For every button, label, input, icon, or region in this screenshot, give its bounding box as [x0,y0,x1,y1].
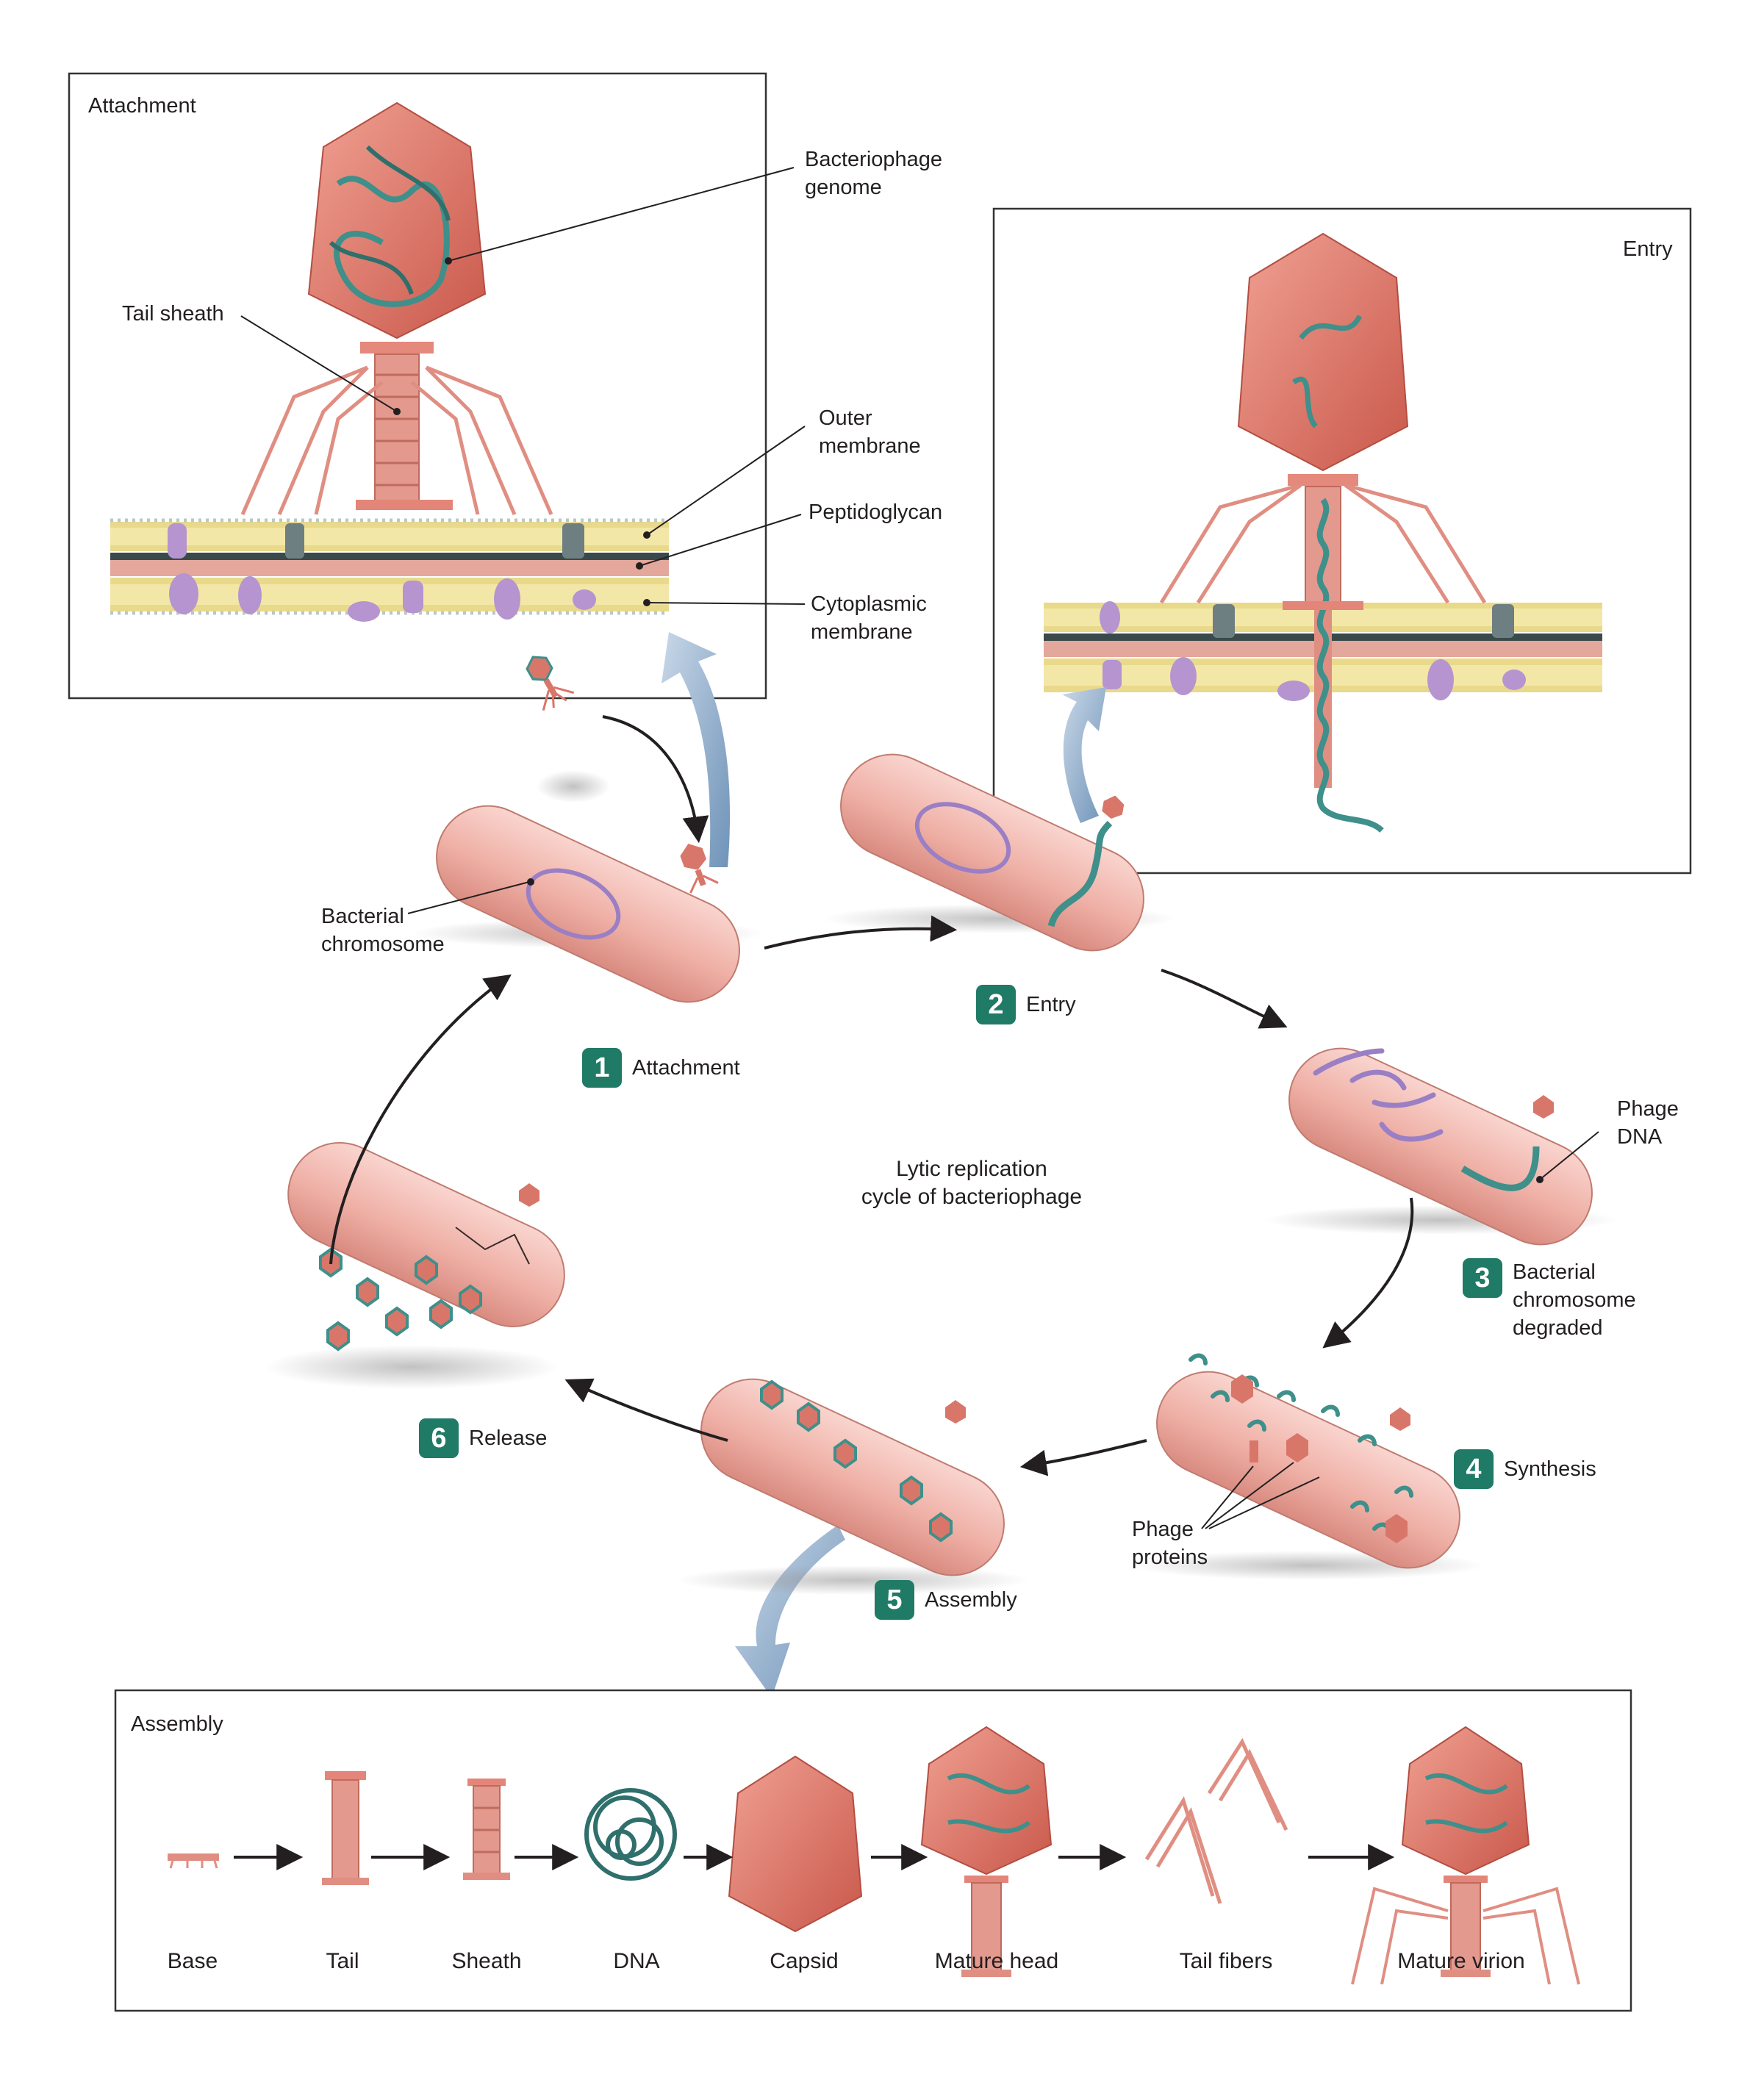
label-bacteriophage-genome: Bacteriophage genome [805,148,943,199]
free-phage [526,656,575,711]
step-3-chromosome-degraded: 3 Bacterial chromosome degraded [1463,1258,1636,1342]
bacterium-synthesis [1132,1353,1485,1580]
asm-base-part [168,1853,219,1869]
label-tail-sheath: Tail sheath [122,302,224,326]
step-label: Synthesis [1504,1457,1596,1481]
injecting-phage [1159,232,1487,833]
asm-label-mature-virion: Mature virion [1397,1949,1525,1973]
step-5-assembly: 5 Assembly [875,1580,1017,1620]
attachment-panel-title: Attachment [88,94,196,118]
step-badge: 1 [582,1048,622,1088]
bacterium-release [265,1142,565,1389]
step-badge: 4 [1454,1449,1494,1489]
step-label: Attachment [632,1056,740,1080]
label-outer-membrane: Outer membrane [819,406,921,458]
assembly-panel [114,1689,1632,2012]
asm-tail-part [322,1771,369,1885]
membrane-stack [110,518,669,622]
asm-label-dna: DNA [613,1949,660,1973]
bacterium-degraded [1264,1047,1617,1246]
step-1-attachment: 1 Attachment [582,1048,740,1088]
step-label: Assembly [925,1588,1017,1612]
assembly-panel-title: Assembly [131,1712,223,1736]
step-2-entry: 2 Entry [976,985,1076,1024]
label-bacterial-chromosome: Bacterial chromosome [321,905,445,956]
asm-capsid-part [728,1755,863,1933]
step-badge: 5 [875,1580,914,1620]
step-label: Bacterial chromosome degraded [1513,1260,1636,1340]
step-label: Entry [1026,993,1076,1016]
bacterium-assembly [676,1378,1029,1595]
asm-mature-head-part [920,1726,1053,1977]
label-phage-proteins: Phage proteins [1132,1518,1208,1569]
attachment-panel [68,72,806,700]
entry-panel-title: Entry [1623,237,1673,261]
zoom-arrow-assembly [735,1525,845,1698]
step-label: Release [469,1426,548,1450]
attached-phage [240,101,553,516]
asm-label-tail: Tail [326,1949,359,1973]
asm-tail-fibers-part [1144,1737,1288,1904]
zoom-arrow-entry [1062,687,1106,823]
step-badge: 6 [419,1418,459,1458]
step-badge: 3 [1463,1258,1502,1298]
cycle-title: Lytic replication cycle of bacteriophage [861,1157,1083,1209]
bacterium-entry [823,753,1176,952]
asm-mature-virion-part [1351,1726,1580,1985]
asm-label-capsid: Capsid [770,1949,839,1973]
asm-sheath-part [463,1779,510,1880]
asm-label-mature-head: Mature head [934,1949,1059,1973]
label-cytoplasmic-membrane: Cytoplasmic membrane [811,592,927,644]
zoom-arrow-attachment [662,632,731,867]
asm-dna-part [584,1788,677,1881]
asm-label-tail-fibers: Tail fibers [1179,1949,1273,1973]
asm-label-sheath: Sheath [451,1949,522,1973]
step-6-release: 6 Release [419,1418,547,1458]
step-4-synthesis: 4 Synthesis [1454,1449,1596,1489]
step-badge: 2 [976,985,1016,1024]
label-phage-dna: Phage DNA [1617,1097,1679,1149]
asm-label-base: Base [167,1949,218,1973]
label-peptidoglycan: Peptidoglycan [808,500,943,524]
entry-panel [992,207,1692,875]
bacterium-attachment [412,805,764,1003]
